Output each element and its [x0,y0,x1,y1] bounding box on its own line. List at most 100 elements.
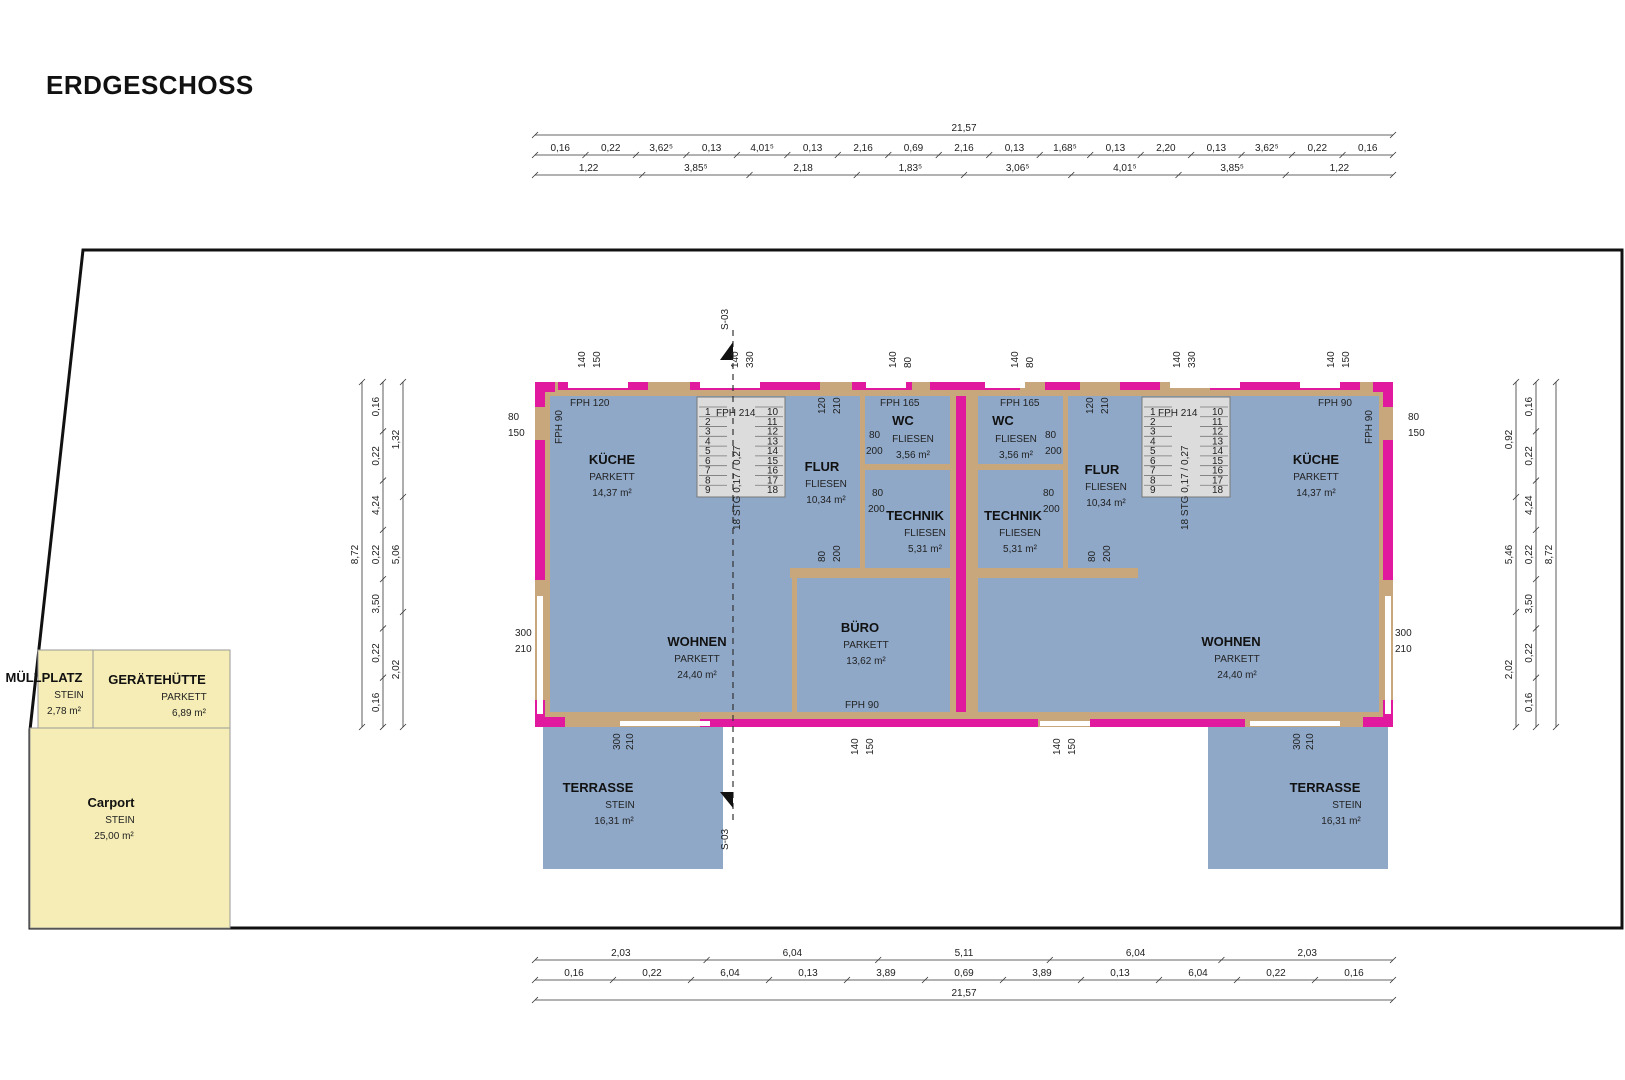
stair-label-left: 18 STG 0,17 / 0,27 [732,445,743,530]
area-wc-right: 3,56 m² [999,450,1034,461]
stair-step-number: 2 [705,417,711,428]
dim-bottom-row2-label: 0,13 [798,968,818,979]
fph90-label-right: FPH 90 [1318,398,1352,409]
dim-bottom-row2-label: 0,22 [642,968,662,979]
stair-step-number: 6 [1150,456,1156,467]
area-wc-left: 3,56 m² [896,450,931,461]
stair-step-number: 16 [1212,466,1224,477]
dim-right-outer-tick [1532,428,1540,435]
dim-right-inner-tick [1512,493,1520,501]
fph120-label: FPH 120 [570,398,610,409]
stair-step-number: 1 [1150,407,1156,418]
stair-step-number: 11 [767,417,778,428]
dim-right-outer-tick [1532,477,1540,484]
w120-door-left: 120 [817,397,828,414]
room-wohnen-left-lower [790,578,792,712]
w210-door-left: 210 [832,397,843,414]
dim-bottom-row2-tick [843,976,851,984]
stair-left [696,396,786,498]
dim-top-row2-label: 3,85⁵ [684,163,708,174]
dim-left-outer-tick [379,674,387,681]
stair-step-number: 17 [1212,475,1224,486]
fph90-label-bottom: FPH 90 [845,700,879,711]
area-kueche-left: 14,37 m² [592,488,632,499]
stair-step-number: 8 [1150,475,1156,486]
dim-right-inner-label: 2,02 [1504,659,1515,679]
dim-bottom-row1-tick [531,956,539,964]
stair-step-number: 15 [1212,456,1224,467]
stair-step-number: 12 [767,427,779,438]
dim-bottom-row2-tick [1233,976,1241,984]
w330-1: 330 [745,351,756,368]
room-technik-left [865,470,950,568]
dim-top-row1-tick [1036,151,1043,159]
label-wc-left: WC [892,413,914,428]
dim-left-outer-label: 0,22 [371,643,382,663]
w140-4: 140 [1010,351,1021,368]
dim-left-outer-label: 0,16 [371,396,382,416]
stair-step-number: 17 [767,475,779,486]
plan-title: ERDGESCHOSS [46,70,254,100]
dim-top-row2-tick [1282,171,1290,179]
dim-left-total-tick [358,378,366,386]
label-wc-right: WC [992,413,1014,428]
window-openings [537,382,1391,726]
dim-right-total-label: 8,72 [1544,544,1555,564]
stair-step-number: 11 [1212,417,1223,428]
dim-bottom-total-label: 21,57 [951,988,976,999]
dim-left-total-tick [358,723,366,731]
dim-top-row1-label: 3,62⁵ [1255,143,1279,154]
label-technik-right: TECHNIK [984,508,1042,523]
dim-left-inner-tick [399,723,407,731]
dim-bottom-row2-label: 0,13 [1110,968,1130,979]
dim-bottom-row1-tick [703,956,710,964]
dim-bottom-row2-label: 6,04 [720,968,740,979]
label-terrasse-left: TERRASSE [563,780,634,795]
dim-left-outer-tick [379,723,387,731]
w120-door-right: 120 [1085,397,1096,414]
opening-labels: FPH 120 FPH 90 FPH 90 FPH 90 FPH 90 FPH … [508,351,1425,755]
dim-right-total-tick [1552,378,1560,386]
room-flur-right [1068,396,1138,568]
room-flur-left [790,396,860,568]
dim-bottom-total-tick [531,996,539,1004]
w210-door-right: 210 [1100,397,1111,414]
w200-flur-right: 200 [1102,545,1113,562]
dim-bottom-row2-tick [1077,976,1085,984]
dim-left-outer-tick [379,477,387,484]
dim-left-outer-label: 3,50 [371,594,382,614]
stair-fph-left: FPH 214 [716,408,756,419]
w150-bottom-2: 150 [1067,738,1078,755]
stair-step-number: 1 [705,407,711,418]
dim-top-row1-label: 0,13 [803,143,823,154]
dim-bottom-row2-tick [921,976,929,984]
dim-top-row2-tick [746,171,753,179]
stair-step-number: 18 [767,485,779,496]
dim-top-row1-label: 3,62⁵ [649,143,673,154]
dim-top-row2-label: 3,85⁵ [1220,163,1244,174]
dim-top-row1-tick [1288,151,1296,159]
dim-top-row1-label: 0,13 [702,143,722,154]
dim-top-total-tick [531,131,539,139]
dim-left-inner-tick [399,493,407,501]
dim-bottom-row2-tick [999,976,1007,984]
dim-top-row1-label: 0,22 [601,143,621,154]
stair-step-number: 15 [767,456,779,467]
w80-buero-left: 80 [817,550,828,562]
dim-bottom-row2-tick [609,976,617,984]
w80-flur-right: 80 [1087,550,1098,562]
dim-left-outer-label: 0,22 [371,544,382,564]
dim-top-row1-tick [733,151,741,159]
w140-bottom-2: 140 [1052,738,1063,755]
dim-left-inner-tick [399,608,407,616]
dim-top-row2-tick [531,171,539,179]
floor-buero: PARKETT [843,640,888,651]
stair-step-number: 4 [705,436,711,447]
dim-right-outer-label: 0,16 [1524,396,1535,416]
floor-geraetehuette: PARKETT [161,692,206,703]
w200-tech-left: 200 [868,504,885,515]
carport-area [29,727,231,929]
dim-bottom-row2-label: 3,89 [876,968,896,979]
